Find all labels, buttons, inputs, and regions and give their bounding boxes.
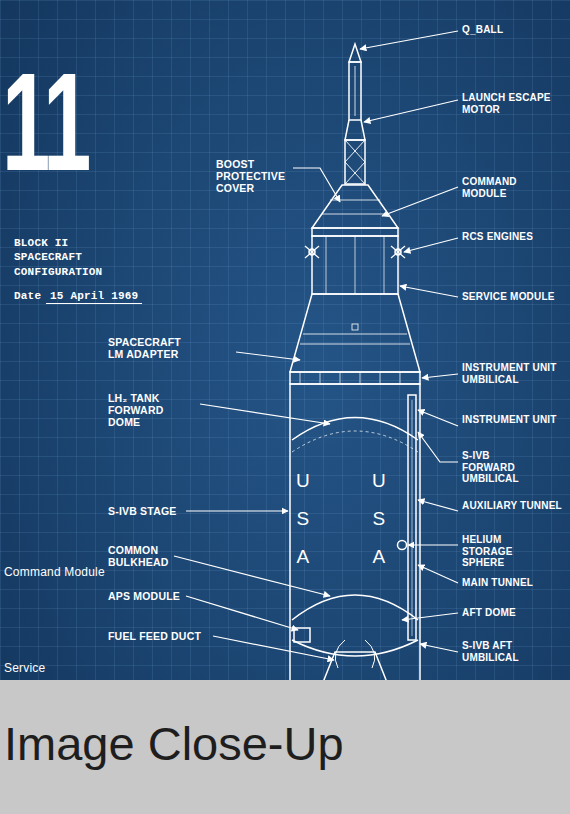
motor-flare	[345, 120, 365, 140]
part-label: AFT DOME	[462, 607, 566, 619]
part-label: LH₂ TANK FORWARD DOME	[108, 392, 198, 428]
service-module	[312, 236, 398, 294]
common-bulkhead	[292, 595, 418, 620]
stage-lettering: U	[371, 470, 387, 492]
s-ivb-stage	[290, 384, 420, 704]
tower-truss	[345, 140, 365, 184]
mission-number: 11	[2, 52, 89, 192]
command-module	[312, 185, 398, 228]
title-block-text: BLOCK II SPACECRAFT CONFIGURATION	[14, 236, 110, 279]
title-block-text: 15 April 1969	[46, 289, 142, 304]
part-label: Service	[4, 662, 45, 676]
part-label: Command Module	[4, 566, 66, 580]
title-block-text: Date	[14, 289, 41, 303]
q-ball	[349, 44, 361, 62]
part-label: BOOST PROTECTIVE COVER	[216, 158, 290, 194]
leader-lines	[174, 31, 458, 660]
cm-base	[312, 228, 398, 236]
part-label: S-IVB FORWARD UMBILICAL	[462, 450, 542, 485]
rocket-outline	[290, 44, 420, 704]
part-label: RCS ENGINES	[462, 231, 566, 243]
part-label: COMMON BULKHEAD	[108, 544, 172, 568]
instrument-unit	[290, 372, 420, 384]
rcs-quads	[305, 246, 405, 258]
part-label: S-IVB AFT UMBILICAL	[462, 640, 542, 663]
banner-text: Image Close-Up	[4, 716, 344, 771]
part-label: COMMAND MODULE	[462, 176, 532, 199]
stage-lettering: S	[371, 508, 387, 530]
tunnels	[408, 395, 416, 640]
stage-lettering: A	[295, 546, 311, 568]
part-label: S-IVB STAGE	[108, 505, 198, 517]
part-label: SPACECRAFT LM ADAPTER	[108, 336, 194, 360]
escape-motor	[349, 62, 361, 120]
part-label: AUXILIARY TUNNEL	[462, 500, 566, 512]
caption-band: Image Close-Up	[0, 680, 570, 814]
part-label: INSTRUMENT UNIT UMBILICAL	[462, 362, 566, 385]
part-label: HELIUM STORAGE SPHERE	[462, 534, 552, 569]
stage-lettering: S	[295, 508, 311, 530]
helium-sphere	[398, 541, 407, 550]
stage-lettering: U	[295, 470, 311, 492]
part-label: SERVICE MODULE	[462, 291, 566, 303]
lm-adapter	[290, 294, 420, 372]
stage-lettering: A	[371, 546, 387, 568]
part-label: LAUNCH ESCAPE MOTOR	[462, 92, 554, 115]
part-label: APS MODULE	[108, 590, 198, 602]
part-label: Q_BALL	[462, 24, 566, 36]
fuel-feed-duct	[335, 640, 375, 668]
aft-dome	[292, 640, 418, 656]
part-label: INSTRUMENT UNIT	[462, 414, 566, 426]
part-label: FUEL FEED DUCT	[108, 630, 218, 642]
part-label: MAIN TUNNEL	[462, 577, 566, 589]
